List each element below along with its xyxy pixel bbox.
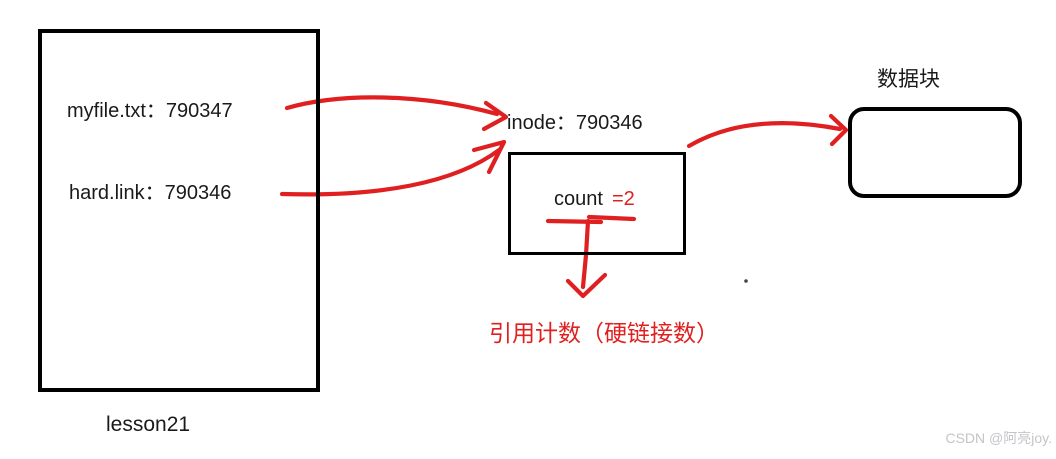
count-underline (545, 218, 604, 225)
directory-caption: lesson21 (106, 413, 191, 436)
count-underline-2 (586, 214, 637, 222)
arrow-count-to-annotation (580, 218, 591, 290)
arrow-myfile-to-inode (284, 95, 500, 117)
datablock-label: 数据块 (877, 68, 940, 91)
inode-box (508, 152, 686, 255)
datablock-box (848, 107, 1022, 198)
arrowhead-hardlink-to-inode-icon (471, 139, 507, 175)
arrowhead-count-to-annotation-icon (565, 272, 608, 299)
arrow-inode-to-datablock (686, 121, 843, 149)
count-label: count (554, 188, 603, 210)
stray-dot (744, 279, 748, 283)
reference-count-annotation: 引用计数（硬链接数） (489, 320, 719, 346)
watermark: CSDN @阿亮joy. (945, 430, 1052, 446)
count-value: =2 (611, 188, 635, 210)
directory-entry-hardlink: hard.link：790346 (69, 182, 232, 204)
inode-title: inode：790346 (507, 112, 643, 134)
directory-box (38, 29, 320, 392)
arrowhead-myfile-to-inode-icon (481, 100, 509, 132)
count-line: count =2 (554, 187, 635, 211)
arrowhead-inode-to-datablock-icon (828, 113, 849, 147)
directory-entry-myfile: myfile.txt：790347 (67, 100, 233, 122)
